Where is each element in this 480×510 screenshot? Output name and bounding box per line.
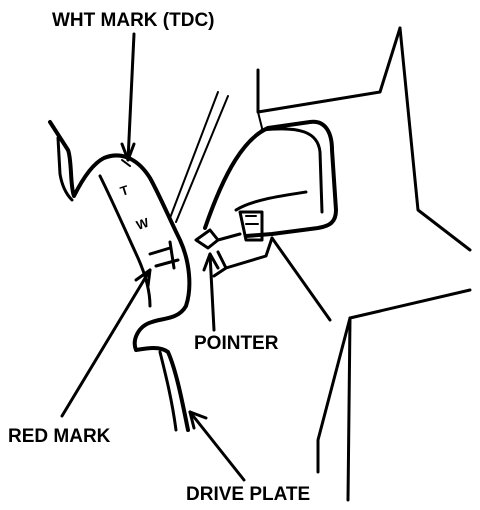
red-mark-tick-1 xyxy=(148,246,172,256)
drive-plate-outer-edge xyxy=(48,120,192,432)
pointer-bracket xyxy=(194,119,338,322)
bracket-lower-rib xyxy=(234,190,308,212)
red-mark-leader xyxy=(60,268,152,418)
plate-mark-w: W xyxy=(134,215,151,233)
label-red-mark: RED MARK xyxy=(8,426,111,447)
label-wht-mark: WHT MARK (TDC) xyxy=(52,10,215,31)
housing-lower-edge xyxy=(316,288,472,474)
drive-plate-inner-arc xyxy=(98,174,152,308)
leader-lines xyxy=(60,32,246,482)
housing-right-edge xyxy=(398,26,472,252)
wht-mark-groove xyxy=(121,159,131,167)
label-drive-plate: DRIVE PLATE xyxy=(186,484,310,505)
housing-inner-edge xyxy=(257,111,263,129)
bracket-inner-outline xyxy=(260,127,324,214)
housing-lower-inner-edge xyxy=(346,316,352,502)
engine-housing xyxy=(256,26,472,502)
pointer-arrowhead xyxy=(202,252,220,272)
diagonal-edge-1 xyxy=(169,91,219,219)
wht-mark-leader xyxy=(126,32,136,162)
red-mark-arrowhead xyxy=(134,268,152,288)
plate-mark-t: T xyxy=(118,182,130,199)
pointer-tip xyxy=(194,228,220,250)
drive-plate-arrowhead xyxy=(188,410,208,430)
bracket-outer-outline xyxy=(203,119,338,238)
background-edges xyxy=(169,91,229,223)
drive-plate: T W xyxy=(48,120,192,432)
bracket-bolt-lines xyxy=(245,215,259,225)
drive-plate-rim-inner xyxy=(158,350,178,432)
bracket-leg-right xyxy=(270,236,332,322)
drive-plate-left-lip xyxy=(56,136,74,202)
diagonal-edge-2 xyxy=(175,95,229,223)
callout-labels: WHT MARK (TDC) POINTER RED MARK DRIVE PL… xyxy=(8,10,310,505)
red-mark-tick-3 xyxy=(168,240,176,270)
pointer-leader xyxy=(208,252,216,332)
bracket-foot xyxy=(216,236,274,270)
housing-top-edge xyxy=(256,26,402,114)
bracket-foot-edge xyxy=(212,266,228,278)
drive-plate-leader xyxy=(188,410,246,482)
bracket-bolt-boss xyxy=(238,210,264,242)
wht-mark-arrowhead xyxy=(120,142,136,162)
pointer-stem xyxy=(216,232,242,242)
label-pointer: POINTER xyxy=(194,333,279,354)
